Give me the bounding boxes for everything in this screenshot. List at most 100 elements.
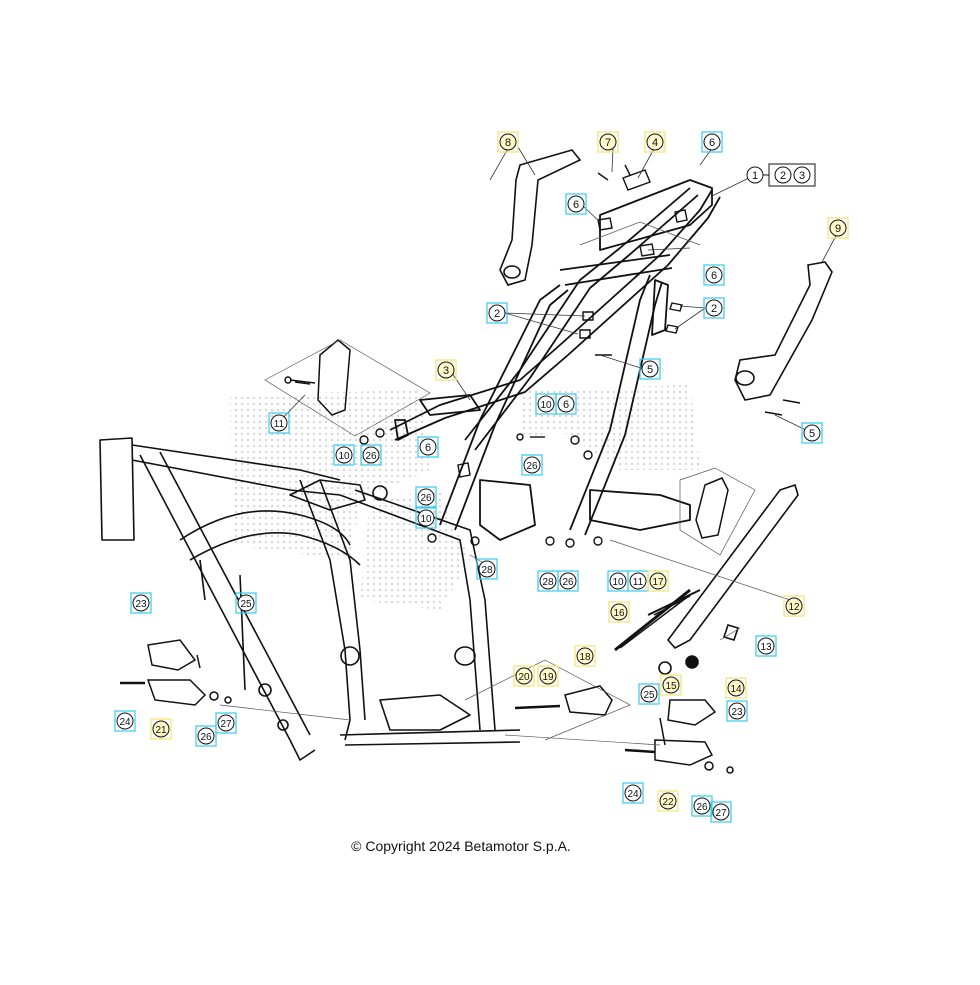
callout-circle [646, 133, 664, 151]
callout-c28a: 28 [476, 558, 498, 580]
main-frame [99, 437, 521, 761]
callout-c16: 16 [608, 601, 630, 623]
callout-c6e: 6 [417, 436, 439, 458]
callout-number: 12 [788, 602, 800, 613]
callout-number: 1 [752, 170, 758, 182]
callout-circle [609, 572, 627, 590]
callout-c20: 20 [513, 665, 535, 687]
callout-c1: 1 [746, 166, 764, 184]
callout-number: 6 [709, 137, 715, 149]
callout-circle [624, 784, 642, 802]
callout-c5b: 5 [801, 422, 823, 444]
callout-number: 10 [540, 400, 552, 411]
callout-circle [515, 667, 533, 685]
callout-circle [362, 446, 380, 464]
side-stand [614, 483, 799, 675]
callout-c2a: 2 [774, 166, 792, 184]
callout-number: 26 [365, 451, 377, 462]
callout-number: 9 [835, 223, 841, 235]
callout-number: 26 [200, 732, 212, 743]
callout-c19: 19 [537, 665, 559, 687]
callout-number: 5 [647, 364, 653, 376]
callout-number: 24 [119, 717, 131, 728]
callout-circle [803, 424, 821, 442]
callout-c12: 12 [783, 595, 805, 617]
callout-circle [728, 702, 746, 720]
callout-c17: 17 [647, 570, 669, 592]
callout-number: 28 [481, 565, 493, 576]
callout-number: 27 [715, 808, 727, 819]
callout-circle [417, 488, 435, 506]
callout-number: 16 [613, 608, 625, 619]
callout-number: 13 [760, 642, 772, 653]
callout-c25a: 25 [235, 592, 257, 614]
springs [196, 594, 691, 746]
callout-circle [693, 797, 711, 815]
callout-c26c: 26 [521, 454, 543, 476]
callout-circle [539, 667, 557, 685]
footpeg-bracket-11-left [294, 339, 351, 416]
callout-c21: 21 [150, 718, 172, 740]
callout-circle [197, 727, 215, 745]
callout-c24a: 24 [114, 710, 136, 732]
callout-c27a: 27 [215, 712, 237, 734]
callout-circle [537, 395, 555, 413]
callout-c7: 7 [597, 131, 619, 153]
callout-number: 10 [612, 577, 624, 588]
callout-number: 26 [562, 577, 574, 588]
callout-c23b: 23 [726, 700, 748, 722]
callout-circle [217, 714, 235, 732]
callout-circle [705, 266, 723, 284]
callout-number: 8 [505, 137, 511, 149]
callout-circle [559, 572, 577, 590]
callout-number: 3 [443, 365, 449, 377]
callout-circle [829, 219, 847, 237]
callout-circle [237, 594, 255, 612]
callout-circle [793, 166, 811, 184]
callout-number: 7 [605, 137, 611, 149]
callout-c18: 18 [574, 645, 596, 667]
callout-number: 11 [633, 577, 644, 588]
callout-c6b: 6 [565, 193, 587, 215]
callout-circle [774, 166, 792, 184]
callout-number: 24 [627, 789, 639, 800]
callout-number: 20 [518, 672, 530, 683]
footpeg-right [624, 699, 734, 774]
callout-c10d: 10 [607, 570, 629, 592]
grab-handle-left [499, 149, 582, 286]
callout-number: 10 [338, 451, 350, 462]
callout-c26b: 26 [415, 486, 437, 508]
callout-circle [270, 414, 288, 432]
callout-number: 5 [809, 428, 815, 440]
callout-number: 2 [711, 303, 717, 315]
callout-number: 2 [494, 308, 500, 320]
callout-c10b: 10 [333, 444, 355, 466]
callout-c5: 5 [639, 358, 661, 380]
callout-circle [576, 647, 594, 665]
callout-number: 11 [274, 419, 285, 430]
callout-number: 23 [731, 707, 743, 718]
callout-number: 22 [662, 797, 674, 808]
rear-subframe [389, 179, 721, 541]
callout-circle [610, 603, 628, 621]
callout-number: 2 [780, 170, 786, 182]
callout-c9: 9 [827, 217, 849, 239]
callout-c10a: 10 [535, 393, 557, 415]
callout-circle [662, 676, 680, 694]
callout-circle [649, 572, 667, 590]
callout-number: 28 [542, 577, 554, 588]
callout-number: 27 [220, 719, 232, 730]
callout-number: 18 [579, 652, 591, 663]
callout-number: 6 [711, 270, 717, 282]
callout-c2b: 2 [703, 297, 725, 319]
footpeg-left [120, 639, 232, 706]
callout-circle [705, 299, 723, 317]
callout-circle [152, 720, 170, 738]
callout-c28b: 28 [537, 570, 559, 592]
callout-c26e: 26 [195, 725, 217, 747]
callout-c25b: 25 [638, 683, 660, 705]
callout-c14: 14 [725, 677, 747, 699]
callout-number: 6 [425, 442, 431, 454]
callout-circle [419, 438, 437, 456]
